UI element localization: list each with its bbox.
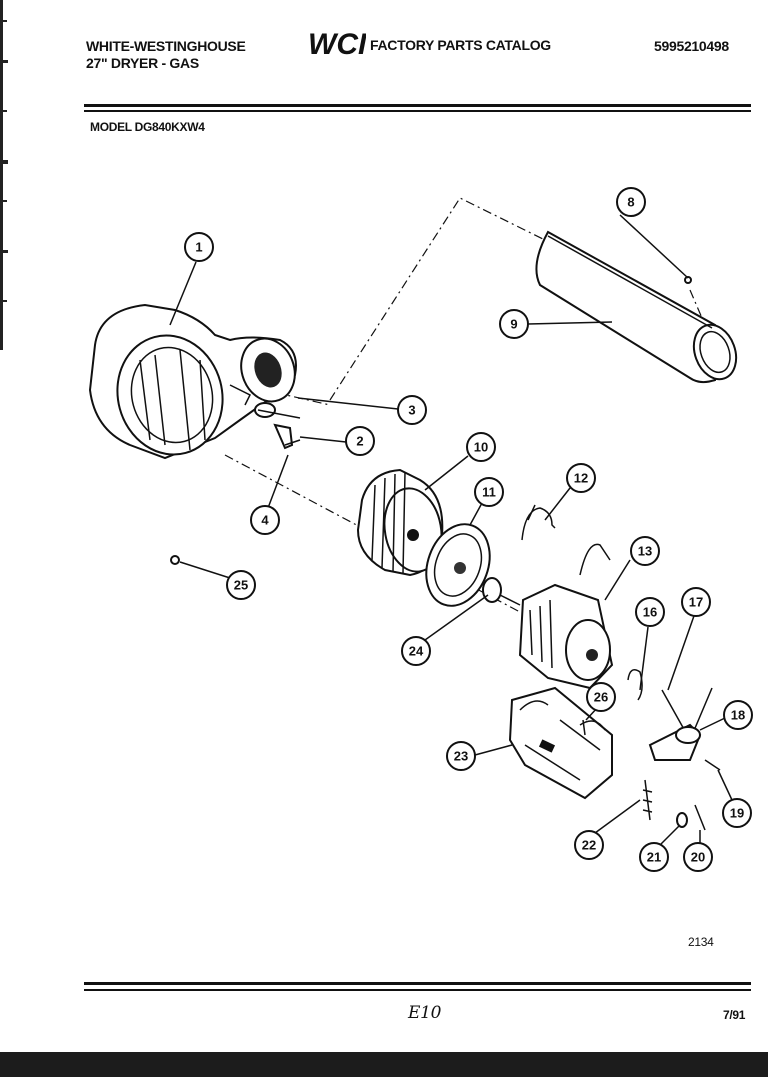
callout-label: 22: [582, 838, 596, 853]
sensor-bracket: [273, 423, 301, 450]
callout-label: 20: [691, 850, 705, 865]
callout-label: 4: [261, 513, 269, 528]
callout-4: 4: [250, 505, 280, 535]
motor-mount-bracket: [508, 686, 613, 800]
callout-2: 2: [345, 426, 375, 456]
exhaust-duct: [535, 230, 738, 384]
callout-24: 24: [401, 636, 431, 666]
callout-label: 18: [731, 708, 745, 723]
callout-label: 12: [574, 471, 588, 486]
callout-3: 3: [397, 395, 427, 425]
mount-screw: [582, 719, 586, 736]
callout-label: 3: [408, 403, 415, 418]
callout-label: 9: [510, 317, 517, 332]
callout-label: 1: [195, 240, 202, 255]
callout-label: 10: [474, 440, 488, 455]
thermostat-fitting: [254, 402, 301, 419]
callout-label: 26: [594, 690, 608, 705]
callout-label: 24: [409, 644, 424, 659]
callout-17: 17: [681, 587, 711, 617]
callout-8: 8: [616, 187, 646, 217]
callout-18: 18: [723, 700, 753, 730]
catalog-part-number: 5995210498: [654, 38, 729, 54]
callout-label: 8: [627, 195, 634, 210]
washer: [694, 804, 706, 831]
motor-wire: [627, 669, 643, 701]
callout-23: 23: [446, 741, 476, 771]
alignment-line-screw: [689, 289, 706, 326]
callout-16: 16: [635, 597, 665, 627]
model-number: MODEL DG840KXW4: [90, 120, 205, 134]
footer-rule-thick: [84, 982, 751, 985]
callout-label: 17: [689, 595, 703, 610]
shaft-coupling: [482, 577, 521, 606]
product-subtitle: 27" DRYER - GAS: [86, 55, 199, 71]
blower-wheel: [356, 468, 444, 577]
callout-20: 20: [683, 842, 713, 872]
callout-label: 13: [638, 544, 652, 559]
callout-label: 11: [482, 485, 496, 500]
wci-logo: WCI: [308, 28, 366, 60]
motor-clip-upper: [521, 504, 556, 541]
callout-label: 23: [454, 749, 468, 764]
catalog-title: FACTORY PARTS CATALOG: [370, 37, 551, 53]
callout-label: 2: [356, 434, 363, 449]
idler-spring-screw: [704, 759, 721, 771]
callout-19: 19: [722, 798, 752, 828]
callout-9: 9: [499, 309, 529, 339]
header-rule-thin: [84, 110, 751, 112]
housing-screw: [170, 555, 180, 565]
leader-lines: [169, 214, 733, 846]
callout-10: 10: [466, 432, 496, 462]
figure-number: 2134: [688, 935, 714, 949]
scan-bottom-strip: [0, 1052, 768, 1077]
callout-label: 19: [730, 806, 744, 821]
callout-11: 11: [474, 477, 504, 507]
callout-label: 21: [647, 850, 661, 865]
callout-21: 21: [639, 842, 669, 872]
blower-housing: [88, 303, 297, 460]
footer-rule-thin: [84, 989, 751, 991]
handwritten-note: E10: [408, 1003, 442, 1023]
drive-motor: [518, 543, 614, 690]
alignment-line-duct: [329, 197, 546, 401]
bushing: [676, 812, 688, 828]
callout-25: 25: [226, 570, 256, 600]
idler-arm: [648, 687, 713, 761]
callout-1: 1: [184, 232, 214, 262]
logo-text: WCI: [308, 28, 366, 60]
callout-22: 22: [574, 830, 604, 860]
scan-edge-marks: [0, 0, 8, 350]
callout-12: 12: [566, 463, 596, 493]
callout-13: 13: [630, 536, 660, 566]
idler-spring: [642, 779, 653, 821]
header-rule-thick: [84, 104, 751, 107]
callout-26: 26: [586, 682, 616, 712]
brand-name: WHITE-WESTINGHOUSE: [86, 38, 246, 54]
callout-label: 16: [643, 605, 657, 620]
revision-date: 7/91: [723, 1008, 746, 1022]
idler-plate: [425, 523, 491, 607]
callout-label: 25: [234, 578, 248, 593]
